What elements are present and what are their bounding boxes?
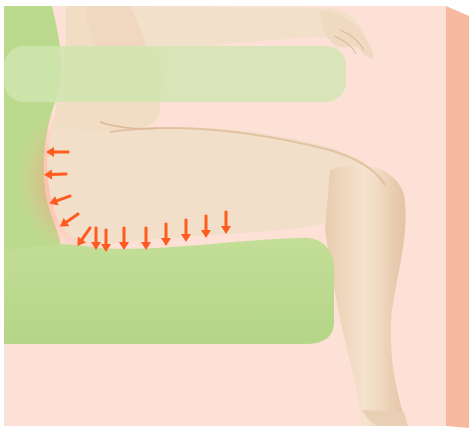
chair-armrest (4, 46, 346, 102)
panel-side (446, 6, 469, 428)
chair-seat-cushion (4, 238, 334, 344)
